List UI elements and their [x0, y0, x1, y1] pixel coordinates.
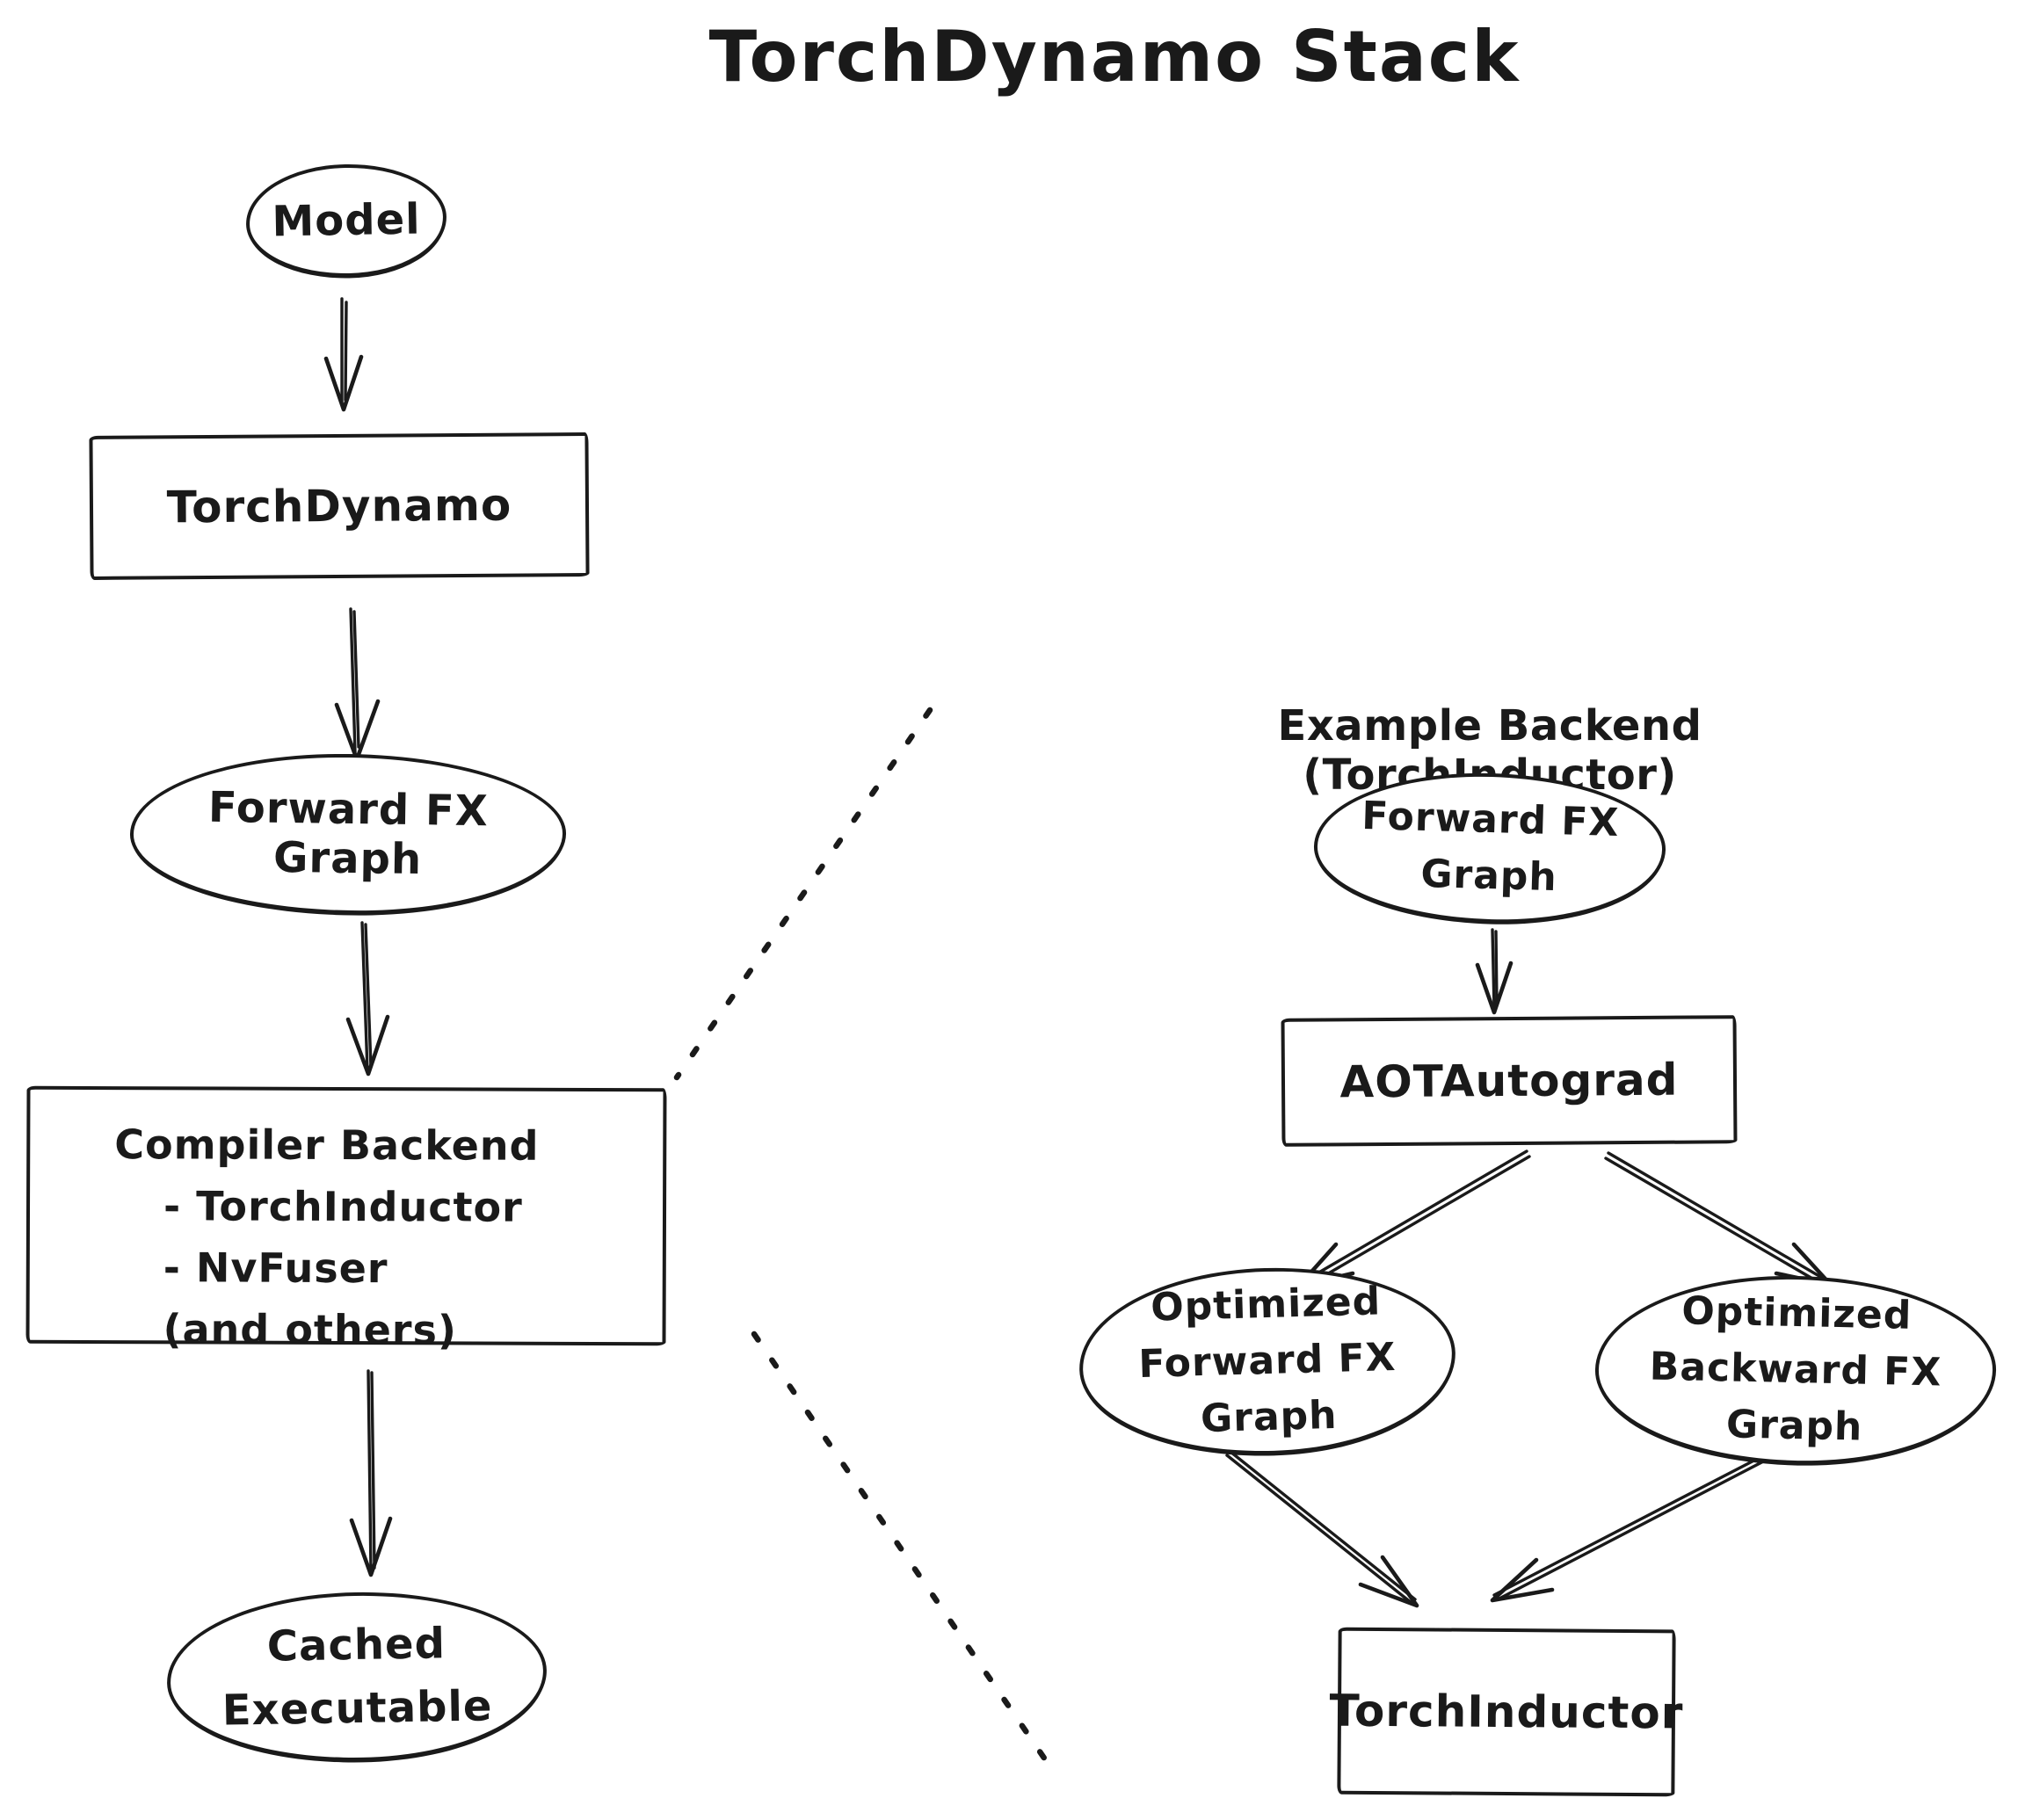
- arrow-optimized-backward-to-torchinductor: [1490, 1453, 1770, 1603]
- arrow-torchdynamo-to-forward-fx: [334, 607, 381, 762]
- aotautograd-node: AOTAutograd: [1281, 1015, 1738, 1147]
- compiler-backend-item: (and others): [163, 1304, 458, 1354]
- page-title: TorchDynamo Stack: [708, 16, 1521, 98]
- backend-forward-fx-line: Forward FX: [1361, 794, 1621, 846]
- torchdynamo-label: TorchDynamo: [166, 479, 512, 533]
- optimized-backward-line: Graph: [1725, 1402, 1863, 1450]
- dotted-divider: [673, 707, 1058, 1777]
- optimized-forward-line: Optimized: [1150, 1279, 1382, 1331]
- forward-fx-graph-label: Forward FX Graph: [207, 782, 490, 885]
- optimized-forward-line: Forward FX: [1137, 1335, 1397, 1388]
- arrow-optimized-forward-to-torchinductor: [1225, 1450, 1419, 1608]
- compiler-backend-title: Compiler Backend: [114, 1120, 540, 1170]
- cached-executable-line: Cached: [266, 1619, 446, 1671]
- optimized-backward-line: Optimized: [1680, 1288, 1913, 1339]
- model-label: Model: [271, 194, 422, 247]
- torchinductor-node: TorchInductor: [1329, 1627, 1684, 1797]
- arrow-model-to-torchdynamo: [323, 297, 364, 412]
- arrow-forward-fx-to-aotautograd: [1475, 928, 1514, 1015]
- aotautograd-label: AOTAutograd: [1339, 1054, 1679, 1108]
- torchdynamo-node: TorchDynamo: [89, 432, 590, 580]
- arrow-forward-fx-to-compiler-backend: [345, 921, 390, 1077]
- optimized-backward-line: Backward FX: [1649, 1344, 1942, 1396]
- compiler-backend-item: - NvFuser: [163, 1244, 388, 1292]
- optimized-forward-line: Graph: [1200, 1392, 1339, 1442]
- arrow-aotautograd-to-optimized-forward: [1296, 1149, 1531, 1289]
- cached-executable-line: Executable: [221, 1681, 493, 1736]
- backend-forward-fx-line: Graph: [1419, 851, 1558, 901]
- compiler-backend-node: Compiler Backend - TorchInductor - NvFus…: [25, 1085, 667, 1353]
- arrow-compiler-backend-to-cached-executable: [349, 1369, 393, 1577]
- torchinductor-label: TorchInductor: [1329, 1685, 1684, 1739]
- compiler-backend-item: - TorchInductor: [163, 1182, 523, 1231]
- arrow-aotautograd-to-optimized-backward: [1604, 1151, 1833, 1287]
